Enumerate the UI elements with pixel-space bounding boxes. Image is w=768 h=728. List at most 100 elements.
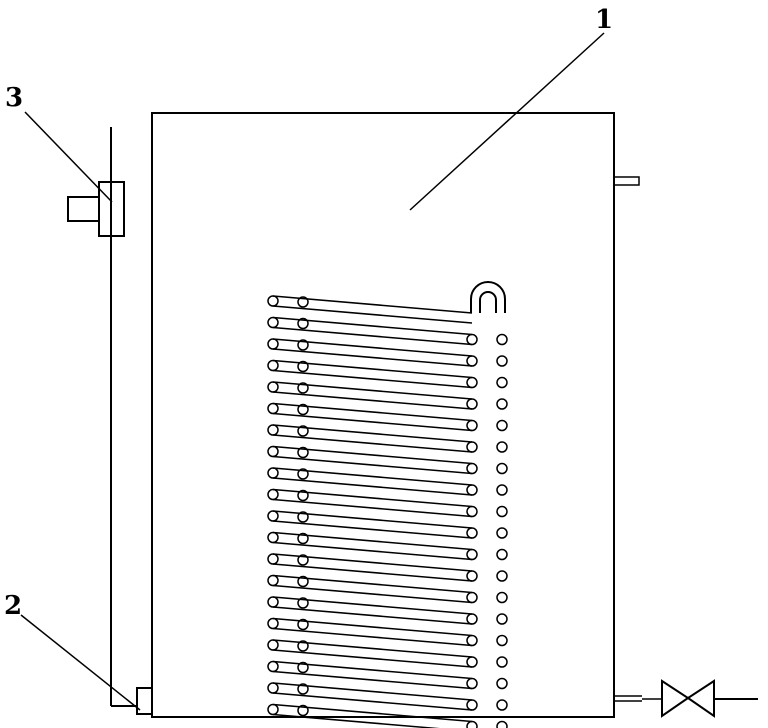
bottom-outlet-nozzle [614, 695, 662, 702]
bottom-fitting [136, 687, 153, 715]
outlet-valve [661, 679, 758, 718]
coil-tube-end-right-outer [496, 419, 508, 432]
coil-tube-end-left-inner [297, 532, 309, 545]
coil-tube-end-left-inner [297, 575, 309, 588]
coil-tube-end-right-outer [496, 398, 508, 410]
coil-tube-lower-edge [272, 412, 473, 432]
coil-tube-end-left-inner [297, 403, 309, 416]
coil-tube-end-right-outer [496, 720, 508, 728]
coil-tube-upper-edge [272, 295, 473, 314]
label-1: 1 [595, 5, 613, 35]
coil-tube-end-right-outer [496, 677, 508, 690]
coil-tube-end-right-inner [466, 720, 478, 728]
coil-tube-end-right-inner [466, 591, 478, 604]
coil-tube-end-left-inner [297, 704, 309, 717]
coil-tube-end-left-outer [267, 553, 279, 565]
coil-tube-end-right-outer [496, 355, 508, 367]
coil-tube-end-left-outer [267, 682, 279, 694]
coil-u-bend [470, 281, 506, 313]
coil-tube-end-left-outer [267, 338, 279, 350]
coil-tube-lower-edge [272, 584, 473, 604]
coil-tube-end-left-outer [267, 574, 279, 587]
coil-tube-end-right-inner [466, 398, 478, 410]
coil-tube-end-right-inner [466, 462, 478, 475]
upper-outlet-nozzle [613, 176, 640, 186]
coil-tube-end-right-outer [496, 333, 508, 346]
coil-tube-end-left-inner [297, 489, 309, 502]
coil-tube-end-right-inner [466, 441, 478, 453]
coil-tube-end-left-inner [297, 425, 309, 437]
coil-tube-end-right-inner [466, 548, 478, 561]
coil-tube-end-left-outer [267, 359, 279, 372]
coil-tube-lower-edge [272, 348, 473, 367]
coil-tube-lower-edge [272, 627, 473, 647]
coil-tube-end-right-inner [466, 505, 478, 518]
coil-tube-lower-edge [272, 391, 473, 410]
coil-tube-end-left-inner [297, 339, 309, 351]
coil-tube-end-right-outer [496, 634, 508, 647]
coil-tube-end-left-inner [297, 360, 309, 373]
heating-coil [267, 295, 508, 728]
coil-tube-end-left-inner [297, 683, 309, 695]
coil-tube-end-right-outer [496, 484, 508, 496]
coil-tube-end-right-inner [466, 656, 478, 668]
coil-tube-end-left-inner [297, 640, 309, 652]
coil-tube-end-right-inner [466, 484, 478, 496]
coil-tube-end-left-outer [267, 381, 279, 393]
coil-tube-end-left-inner [297, 296, 309, 308]
coil-tube-end-left-outer [267, 531, 279, 544]
coil-tube-end-left-inner [297, 618, 309, 631]
coil-tube-end-left-outer [267, 467, 279, 479]
coil-tube-end-left-outer [267, 617, 279, 630]
coil-tube-end-right-inner [466, 699, 478, 711]
coil-tube-end-right-outer [496, 376, 508, 389]
coil-tube-lower-edge [272, 326, 473, 346]
coil-tube-end-left-inner [297, 597, 309, 609]
coil-tube-end-left-outer [267, 510, 279, 522]
coil-tube-lower-edge [272, 649, 473, 668]
coil-tube-end-right-outer [496, 462, 508, 475]
coil-tube-lower-edge [272, 305, 473, 324]
coil-tube-end-left-inner [297, 661, 309, 674]
coil-tube-lower-edge [272, 520, 473, 539]
coil-tube-lower-edge [272, 563, 473, 582]
coil-tube-end-right-outer [496, 699, 508, 711]
coil-tube-end-right-inner [466, 613, 478, 625]
coil-tube-lower-edge [272, 670, 473, 690]
coil-tube-end-right-inner [466, 419, 478, 432]
coil-tube-end-left-outer [267, 703, 279, 716]
coil-tube-end-right-outer [496, 548, 508, 561]
leader-line-2 [20, 614, 141, 711]
coil-tube-lower-edge [272, 713, 440, 728]
leader-line-1 [409, 32, 605, 211]
coil-tube-end-right-inner [466, 333, 478, 346]
coil-tube-lower-edge [272, 606, 473, 625]
coil-tube-end-right-inner [466, 677, 478, 690]
coil-tube-end-right-inner [466, 355, 478, 367]
coil-tube-end-left-outer [267, 424, 279, 436]
coil-tube-end-right-inner [466, 376, 478, 389]
coil-tube-end-left-outer [267, 596, 279, 608]
coil-tube-end-right-outer [496, 570, 508, 582]
coil-tube-end-right-outer [496, 613, 508, 625]
coil-tube-end-right-inner [466, 527, 478, 539]
coil-tube-end-left-inner [297, 511, 309, 523]
coil-tube-end-right-outer [496, 591, 508, 604]
coil-tube-lower-edge [272, 692, 473, 711]
leader-line-3 [24, 111, 113, 203]
coil-tube-end-left-outer [267, 295, 279, 307]
coil-tube-end-left-outer [267, 639, 279, 651]
label-3: 3 [5, 83, 23, 113]
coil-tube-end-right-outer [496, 527, 508, 539]
coil-tube-end-left-inner [297, 382, 309, 394]
coil-tube-end-right-inner [466, 570, 478, 582]
coil-tube-lower-edge [272, 455, 473, 475]
coil-tube-end-left-outer [267, 316, 279, 329]
coil-tube-end-left-outer [267, 660, 279, 673]
coil-tube-end-left-outer [267, 445, 279, 458]
label-2: 2 [4, 591, 22, 621]
external-side-pipe [110, 127, 137, 707]
coil-tube-lower-edge [272, 369, 473, 389]
coil-tube-end-left-inner [297, 468, 309, 480]
